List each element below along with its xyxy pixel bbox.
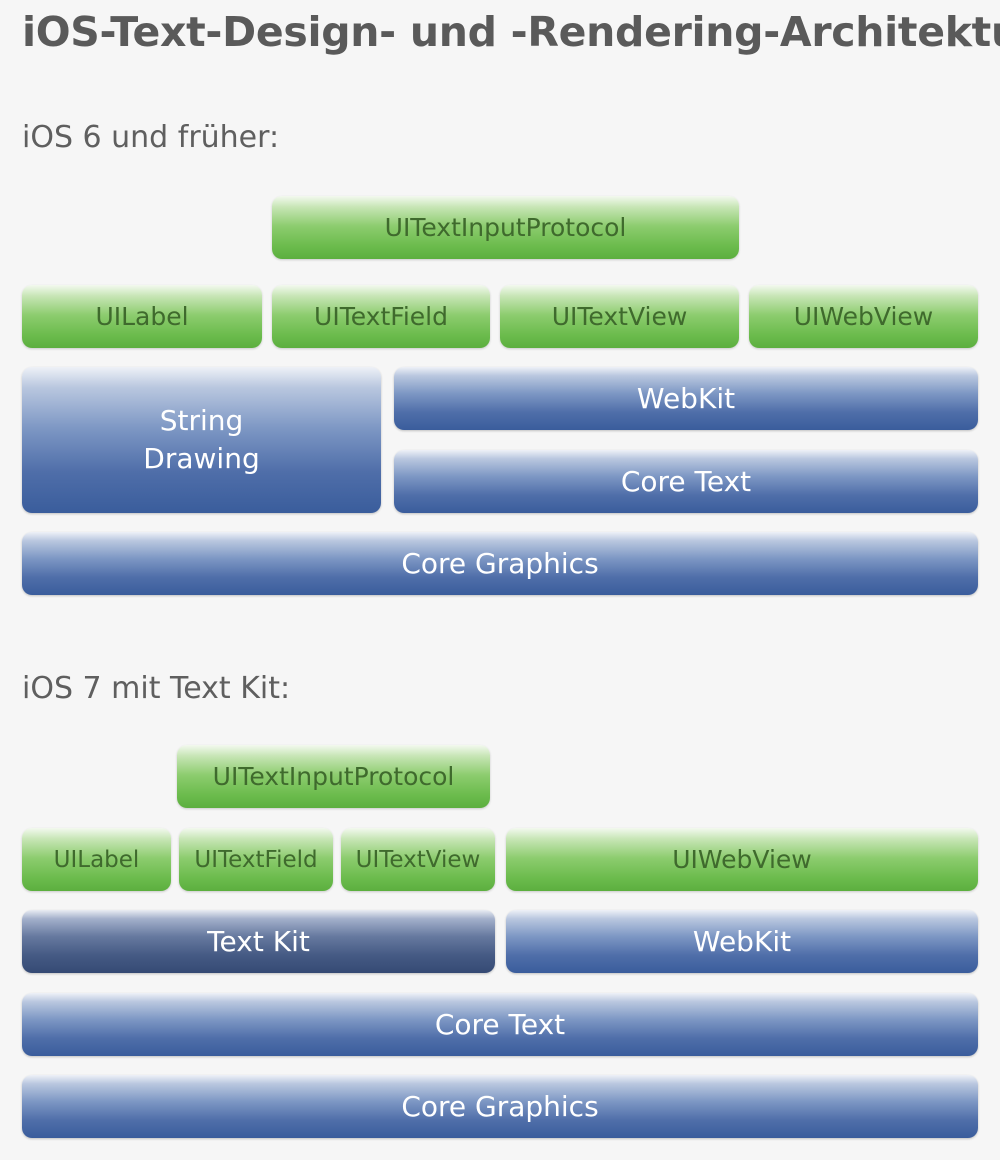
ios6-uitextview-box: UITextView [500, 285, 739, 348]
ios7-core-graphics-box: Core Graphics [22, 1075, 978, 1138]
ios6-core-graphics-box: Core Graphics [22, 532, 978, 595]
box-label: WebKit [636, 382, 736, 415]
section-label-ios7: iOS 7 mit Text Kit: [22, 671, 291, 706]
page-title: iOS-Text-Design- und -Rendering-Architek… [22, 8, 1000, 56]
box-label: Text Kit [207, 925, 310, 958]
ios6-uiwebview-box: UIWebView [749, 285, 978, 348]
ios6-core-text-box: Core Text [394, 450, 978, 513]
box-label-line2: Drawing [143, 442, 260, 475]
box-label: UILabel [95, 302, 189, 331]
ios7-webkit-box: WebKit [506, 910, 978, 973]
box-label: UITextView [355, 846, 481, 873]
ios6-uitextfield-box: UITextField [272, 285, 490, 348]
ios7-text-kit-box: Text Kit [22, 910, 495, 973]
box-label: UITextField [314, 302, 448, 331]
box-label: UITextInputProtocol [384, 213, 627, 242]
box-label: Core Text [620, 465, 752, 498]
ios6-uilabel-box: UILabel [22, 285, 262, 348]
ios6-webkit-box: WebKit [394, 367, 978, 430]
box-label: UITextInputProtocol [212, 762, 455, 791]
box-label: Core Graphics [401, 1090, 599, 1123]
box-label: Core Graphics [401, 547, 599, 580]
ios7-uiwebview-box: UIWebView [506, 828, 978, 891]
ios7-uitextinputprotocol-box: UITextInputProtocol [177, 745, 490, 808]
ios6-string-drawing-box: String Drawing [22, 367, 381, 513]
ios7-uitextview-box: UITextView [341, 828, 495, 891]
section-label-ios6: iOS 6 und früher: [22, 120, 280, 155]
ios7-uilabel-box: UILabel [22, 828, 171, 891]
ios6-uitextinputprotocol-box: UITextInputProtocol [272, 196, 739, 259]
box-label-line1: String [159, 404, 244, 438]
box-label: UITextField [194, 846, 318, 873]
box-label: UILabel [53, 846, 140, 873]
box-label: Core Text [434, 1008, 566, 1041]
box-label: UITextView [551, 302, 688, 331]
ios7-uitextfield-box: UITextField [179, 828, 333, 891]
box-label: UIWebView [672, 845, 812, 874]
ios7-core-text-box: Core Text [22, 993, 978, 1056]
box-label: UIWebView [793, 302, 934, 331]
box-label: WebKit [692, 925, 792, 958]
